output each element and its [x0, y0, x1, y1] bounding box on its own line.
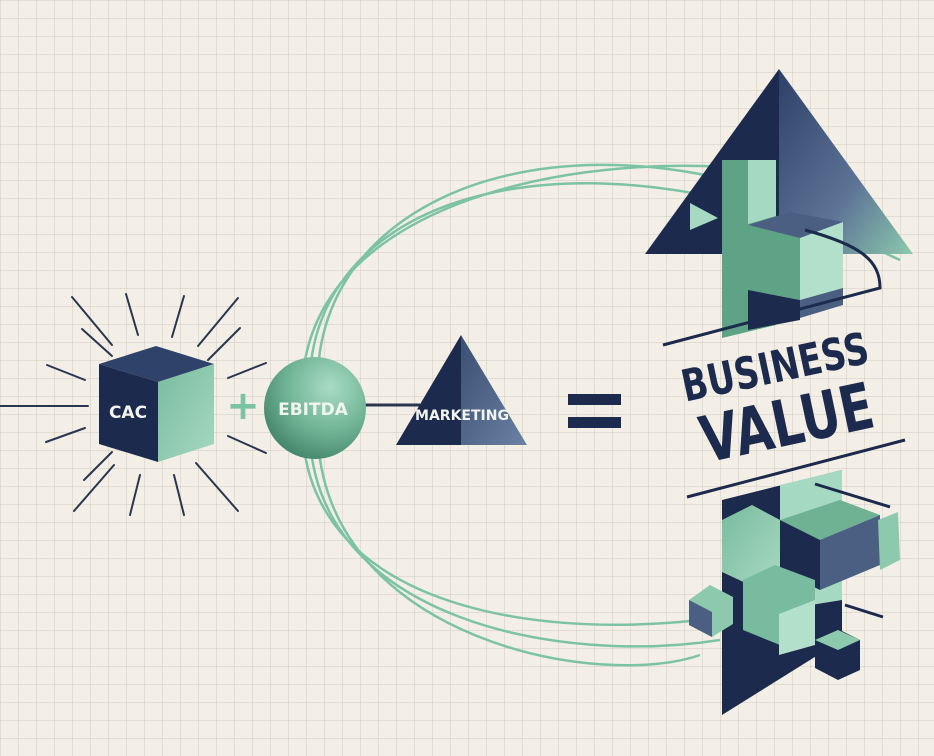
cac-label: CAC: [109, 403, 147, 423]
cac-burst-rays: [0, 293, 267, 516]
marketing-pyramid: MARKETING: [396, 335, 527, 445]
ebitda-label: EBITDA: [278, 400, 349, 420]
marketing-label: MARKETING: [415, 408, 509, 424]
equals-operator: [568, 394, 621, 428]
plus-operator: +: [226, 383, 260, 429]
ebitda-sphere: EBITDA: [264, 357, 366, 459]
business-value-arrow: BUSINESS VALUE: [645, 69, 913, 715]
cac-cube: CAC: [99, 346, 214, 462]
